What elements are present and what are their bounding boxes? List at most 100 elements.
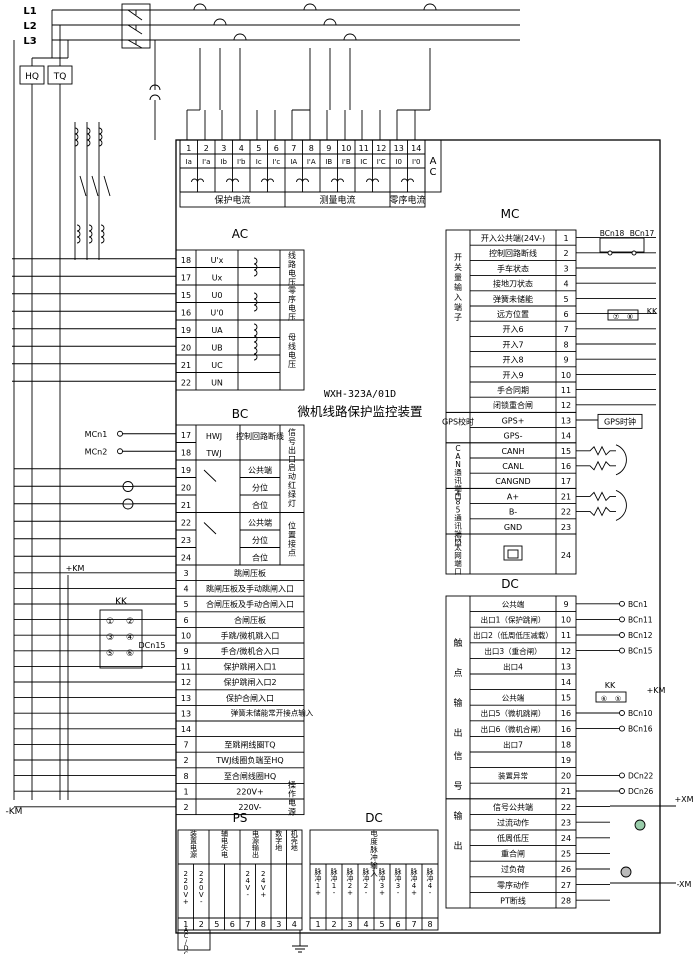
- pulse-col-no: 5: [379, 920, 384, 929]
- mc-row-label: 闭锁重合闸: [493, 400, 533, 410]
- can-row-no: 17: [561, 477, 571, 486]
- gps-row-label: GPS-: [504, 432, 523, 441]
- ethernet-port-icon: [507, 549, 519, 559]
- rs485-row-label: GND: [504, 523, 522, 532]
- ps-group-label: 机壳地: [291, 829, 298, 852]
- dc-row-no: 14: [561, 678, 571, 687]
- ac-terminal-13: 13: [394, 144, 404, 153]
- ac-terminal-8: 8: [309, 144, 314, 153]
- can-row-label: CANH: [501, 447, 524, 456]
- common-label: 公共端: [248, 465, 272, 475]
- ac-coil-icon: [331, 178, 344, 183]
- dcn15-label: DCn15: [139, 641, 166, 650]
- bc-row-label: 合闸压板: [234, 615, 266, 625]
- ct-icon: [213, 18, 227, 26]
- bc-row-no: 8: [183, 772, 188, 781]
- km-plus-label: +KM: [66, 564, 85, 573]
- mcn2-terminal: [117, 448, 123, 455]
- ac-left-sig: U0: [212, 291, 223, 300]
- dc-ref-label: BCn15: [628, 647, 653, 656]
- ps-col-no: 3: [276, 920, 281, 929]
- ac-left-sig: UN: [211, 379, 223, 388]
- ac-left-sig: Ux: [212, 274, 223, 283]
- ac-signal-4: I'b: [237, 158, 246, 166]
- bc-row-label: 保护跳闸入口2: [223, 677, 276, 687]
- mc-row-label: 手合同期: [497, 385, 529, 395]
- bc-terminal-24: 24: [181, 554, 191, 563]
- bc-row-no: 4: [183, 585, 188, 594]
- kk-mc-label: KK: [647, 307, 658, 316]
- ref-terminal: [619, 788, 625, 794]
- gps-row-no: 14: [561, 432, 571, 441]
- mc-row-no: 2: [563, 249, 568, 258]
- kk-position: ⑤: [615, 695, 621, 703]
- ref-terminal: [619, 632, 625, 638]
- ac-signal-11: IC: [360, 158, 367, 166]
- ct-icon: [423, 3, 437, 11]
- bc-row-no: 2: [183, 803, 188, 812]
- bc-terminal-20: 20: [181, 484, 191, 493]
- ac-left-tag: AC: [232, 227, 248, 241]
- dc-ref-label: DCn26: [628, 787, 654, 796]
- kk-left-label: KK: [115, 597, 128, 607]
- mc-row-no: 12: [561, 401, 571, 410]
- ac-signal-5: Ic: [256, 158, 262, 166]
- signal-out-label: 信号出口: [288, 427, 296, 464]
- group-bus-voltage: 母线电压: [288, 333, 296, 369]
- ps-col-no: 2: [199, 920, 204, 929]
- mc-row-label: 远方位置: [497, 309, 529, 319]
- ac-left-sig: UA: [211, 326, 223, 335]
- device-model: WXH-323A/01D: [324, 389, 396, 400]
- bus-label-l1: L1: [23, 6, 36, 17]
- ac-coil-icon: [366, 178, 379, 183]
- dc-row-label: 出口3（重合闸）: [484, 646, 541, 656]
- bc-tag: BC: [232, 407, 248, 421]
- can-row-label: CANL: [502, 462, 524, 471]
- signal-row-label: 重合闸: [501, 849, 525, 859]
- bc-row-no: 9: [183, 647, 188, 656]
- kk-dc-box: [595, 691, 627, 703]
- ct-coil-icon: [86, 127, 91, 147]
- ps-col-no: 4: [292, 920, 297, 929]
- breaker-switch-icon: [127, 9, 143, 49]
- ground-icon: [292, 945, 308, 953]
- mc-row-no: 10: [561, 371, 571, 380]
- contact-icon: [203, 469, 217, 535]
- rs485-row-no: 23: [561, 523, 571, 532]
- ac-terminal-7: 7: [291, 144, 296, 153]
- pt-coil-icon: [253, 292, 258, 312]
- mc-side-label: 开关量输入端子: [454, 253, 462, 322]
- bc-terminal-18: 18: [181, 449, 191, 458]
- mc-row-no: 6: [563, 310, 568, 319]
- dc-row-label: 公共端: [502, 693, 525, 703]
- bc-row-no: 7: [183, 741, 188, 750]
- ac-terminal-2: 2: [204, 144, 209, 153]
- bc-row-no: 1: [183, 787, 188, 796]
- dc-ref-label: DCn22: [628, 771, 654, 780]
- kk-position: ①: [106, 617, 114, 627]
- dc-row-label: 出口5（微机跳闸）: [481, 708, 546, 718]
- hq-label: HQ: [25, 72, 39, 82]
- bc-row-no: 13: [181, 694, 191, 703]
- pt-coil-icon: [253, 323, 258, 361]
- pulse-col-no: 2: [331, 920, 336, 929]
- twisted-pair-icon: [576, 460, 616, 471]
- ct-coil-icon: [98, 127, 103, 147]
- bcn17-label: BCn17: [630, 229, 655, 238]
- ps-col-no: 5: [214, 920, 219, 929]
- bc-row-no: 6: [183, 616, 188, 625]
- ps-tag: PS: [233, 811, 248, 825]
- pt-coil-icon: [100, 224, 105, 244]
- rs485-row-no: 21: [561, 492, 571, 501]
- ac-terminal-4: 4: [239, 144, 244, 153]
- closed-label: 合位: [252, 500, 268, 510]
- ct-icon: [193, 3, 207, 11]
